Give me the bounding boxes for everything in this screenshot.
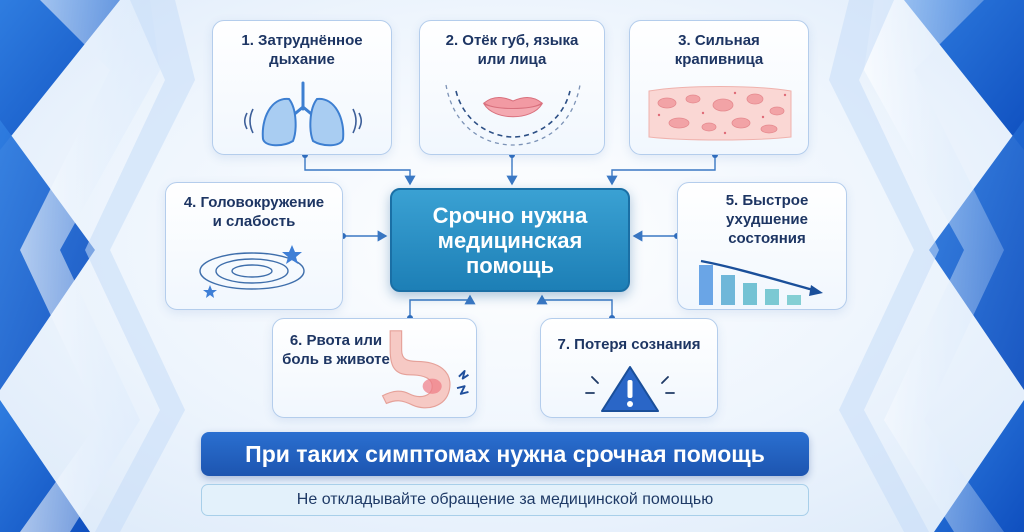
symptom-label: 2. Отёк губ, языка или лица [445,32,579,68]
symptom-label: 5. Быстрое ухудшение состояния [725,192,809,247]
symptom-label: 3. Сильная крапивница [674,32,764,68]
symptom-card-dizziness: 4. Головокружение и слабость [165,182,343,310]
note-text: Не откладывайте обращение за медицинской… [296,491,714,508]
stomach-icon [381,330,469,409]
dizziness-spiral-icon [199,245,305,298]
symptom-card-decline: 5. Быстрое ухудшение состояния [677,182,847,310]
swollen-lips-icon [445,84,581,146]
symptom-card-breathing: 1. Затруднённое дыхание [212,20,392,155]
symptom-label: 1. Затруднённое дыхание [241,32,363,68]
urgent-help-center-box: Срочно нужна медицинская помощь [390,188,630,292]
symptom-card-hives: 3. Сильная крапивница [629,20,809,155]
hives-rash-icon [648,86,792,141]
banner-text: При таких симптомах нужна срочная помощь [245,440,765,467]
symptom-card-unconscious: 7. Потеря сознания [540,318,718,418]
symptom-card-swelling: 2. Отёк губ, языка или лица [419,20,605,155]
warning-banner: При таких симптомах нужна срочная помощь [201,432,809,476]
symptom-label: 7. Потеря сознания [557,336,701,353]
lungs-icon [243,81,363,147]
warning-triangle-icon [585,366,675,412]
symptom-label: 6. Рвота или боль в животе [282,332,390,368]
advice-note: Не откладывайте обращение за медицинской… [201,484,809,516]
declining-chart-icon [699,259,823,305]
center-title: Срочно нужна медицинская помощь [432,202,588,278]
symptom-label: 4. Головокружение и слабость [183,194,325,230]
symptom-card-stomach: 6. Рвота или боль в животе [272,318,477,418]
